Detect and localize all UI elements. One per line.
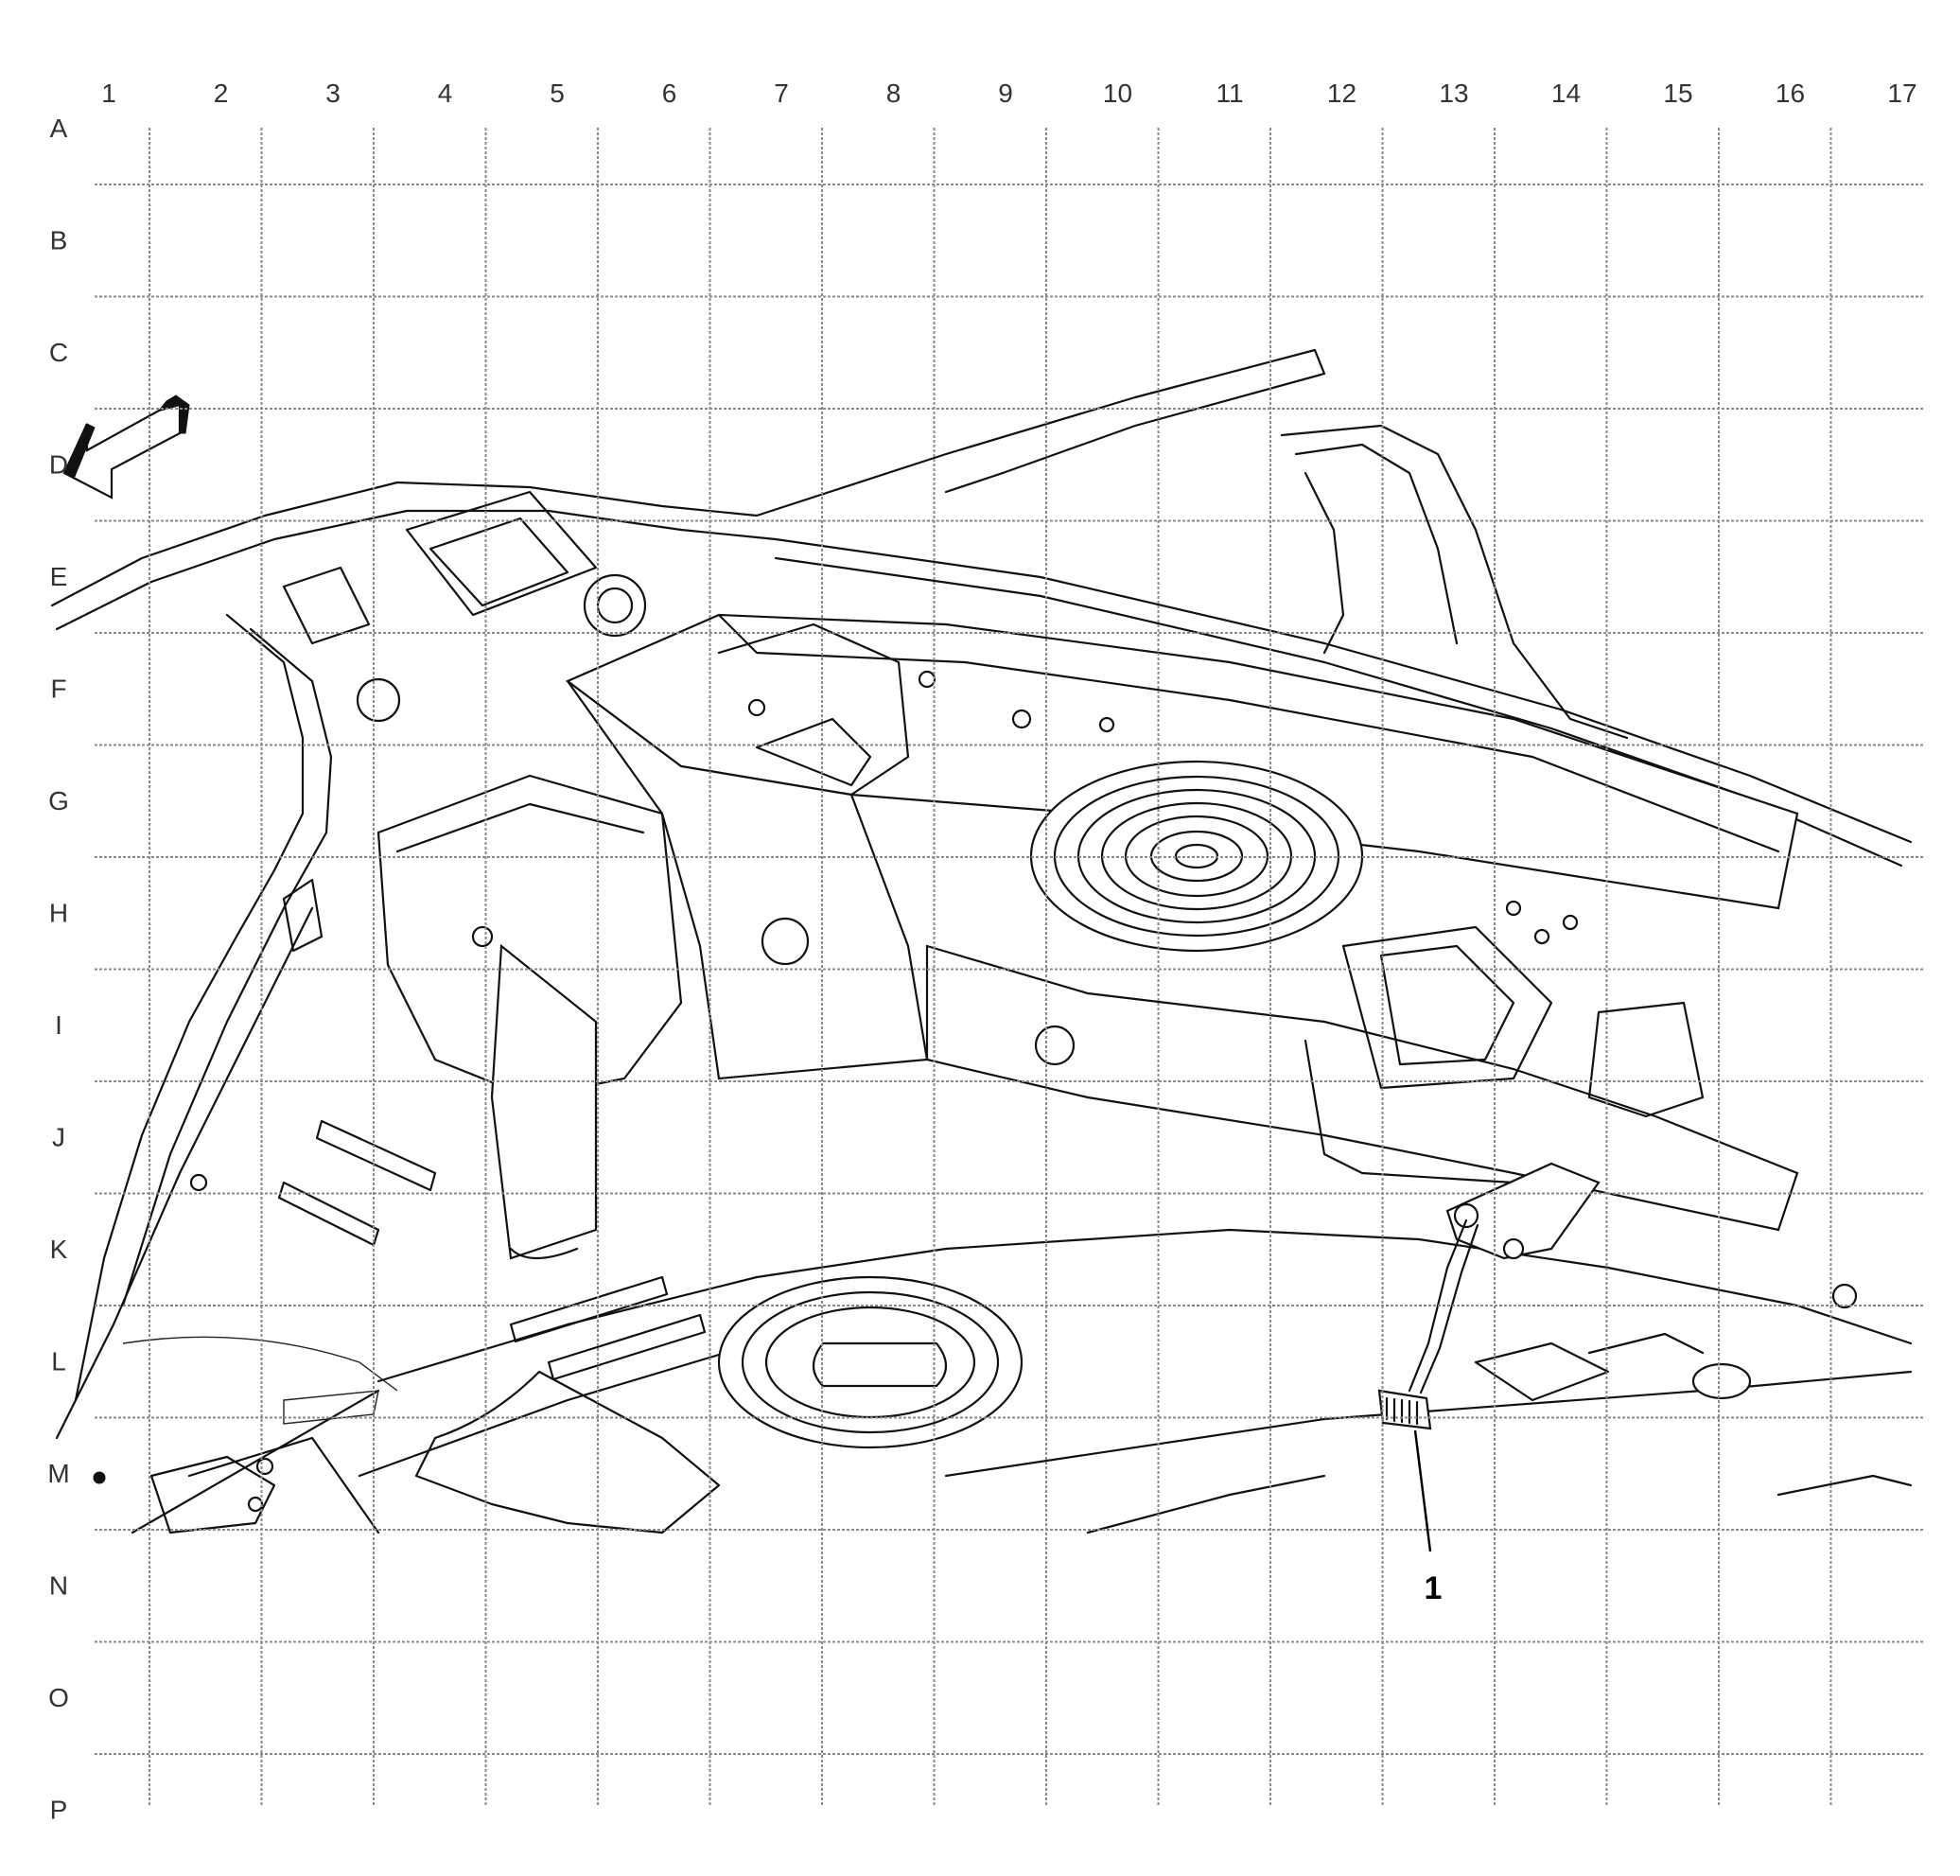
grid-row-label: G [48,786,69,815]
grid-column-label: 4 [438,79,453,108]
grid-row-label: A [50,114,68,143]
reference-grid [95,128,1925,1807]
grid-row-label: J [52,1123,65,1152]
grid-row-label: O [48,1683,69,1712]
grid-column-label: 6 [662,79,677,108]
grid-column-label: 11 [1216,79,1243,108]
grid-column-label: 10 [1103,79,1132,108]
grid-row-label: K [50,1235,68,1264]
callout-label: 1 [1425,1570,1443,1606]
grid-row-label: C [49,338,68,367]
grid-row-label: I [55,1010,62,1040]
harness-connector [1377,1389,1432,1430]
grid-row-label: L [51,1347,66,1376]
grid-row-label: N [49,1571,68,1601]
grid-row-label: F [50,675,66,704]
grid-column-label: 1 [101,79,116,108]
vehicle-body-illustration [50,348,1913,1534]
grid-column-label: 15 [1663,79,1692,108]
grid-column-label: 14 [1551,79,1581,108]
grid-column-label: 16 [1776,79,1805,108]
grid-row-label: D [49,450,68,480]
front-direction-arrow-icon [62,394,190,500]
grid-column-label: 12 [1327,79,1356,108]
grid-column-label: 7 [774,79,789,108]
callout-1: 1 [1413,1429,1443,1606]
grid-row-label: M [47,1459,69,1488]
grid-row-label: P [50,1796,68,1825]
grid-column-label: 9 [998,79,1013,108]
grid-column-label: 13 [1439,79,1468,108]
grid-row-label: B [50,226,68,255]
grid-column-label: 5 [550,79,565,108]
grid-column-label: 17 [1887,79,1916,108]
grid-row-label: E [50,562,68,591]
spare-tire-well [717,1275,1024,1449]
grid-column-label: 2 [214,79,229,108]
grid-column-label: 8 [886,79,901,108]
grid-column-label: 3 [325,79,341,108]
grid-row-labels: A B C D E F G H I J K L M N O P [47,114,69,1825]
grid-row-label: H [49,899,68,928]
